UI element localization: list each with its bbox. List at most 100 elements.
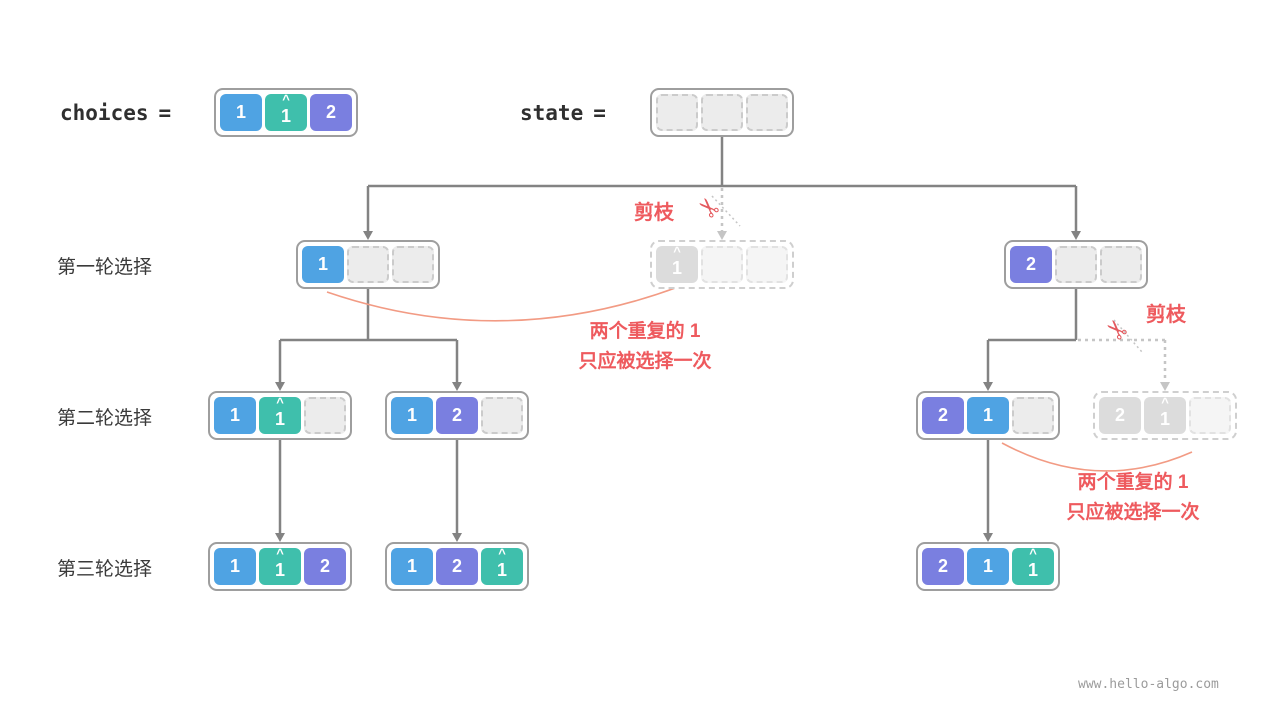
duplicate-note-1: 两个重复的 1 只应被选择一次	[530, 317, 760, 377]
cell-number: 2	[937, 556, 948, 576]
cell-hat: ^	[276, 546, 284, 561]
choices-header: choices =	[60, 88, 171, 137]
cell-hat: ^	[276, 395, 284, 410]
cell-2: 2	[436, 548, 478, 585]
cell-empty	[746, 246, 788, 283]
round1-node-pruned-1hat: ^ 1	[650, 240, 794, 289]
duplicate-note-line: 只应被选择一次	[578, 351, 712, 372]
cell-number: 1	[671, 257, 682, 278]
cell-empty	[392, 246, 434, 283]
cell-1hat: ^ 1	[265, 92, 307, 131]
duplicate-note-line: 两个重复的 1	[589, 321, 701, 342]
cell-number: 2	[1114, 405, 1125, 425]
scissors-icon: ✂	[690, 188, 728, 226]
cell-2: 2	[1099, 397, 1141, 434]
cell-empty	[1189, 397, 1231, 434]
cell-number: 1	[280, 105, 291, 126]
cell-2: 2	[922, 548, 964, 585]
round2-node-pruned-2-1hat: 2 ^ 1	[1093, 391, 1237, 440]
watermark: www.hello-algo.com	[1078, 677, 1219, 692]
cell-empty	[656, 94, 698, 131]
cell-1: 1	[220, 94, 262, 131]
cell-empty	[1012, 397, 1054, 434]
cell-number: 1	[229, 556, 240, 576]
cell-2: 2	[1010, 246, 1052, 283]
cell-empty	[347, 246, 389, 283]
cell-1: 1	[967, 548, 1009, 585]
cell-hat: ^	[1161, 395, 1169, 410]
cell-2: 2	[304, 548, 346, 585]
cell-number: 2	[451, 405, 462, 425]
choices-label: choices	[60, 100, 149, 125]
round3-node-1-2-1hat: 1 2 ^ 1	[385, 542, 529, 591]
cell-2: 2	[310, 94, 352, 131]
cell-number: 2	[325, 102, 336, 122]
round-3-label: 第三轮选择	[57, 559, 153, 580]
cell-1: 1	[967, 397, 1009, 434]
cell-empty	[481, 397, 523, 434]
cell-1hat: ^ 1	[1144, 395, 1186, 434]
round-1-label: 第一轮选择	[57, 257, 153, 278]
cell-number: 2	[1025, 254, 1036, 274]
duplicate-note-line: 只应被选择一次	[1066, 502, 1200, 523]
prune-label-2: 剪枝	[1146, 304, 1186, 326]
cell-number: 1	[317, 254, 328, 274]
cell-number: 2	[937, 405, 948, 425]
cell-1: 1	[214, 548, 256, 585]
round2-node-1-1hat: 1 ^ 1	[208, 391, 352, 440]
cell-1hat: ^ 1	[656, 244, 698, 283]
pruned-edges	[717, 188, 1170, 391]
cell-1hat: ^ 1	[481, 546, 523, 585]
cell-2: 2	[436, 397, 478, 434]
cell-number: 1	[1027, 559, 1038, 580]
cell-empty	[746, 94, 788, 131]
choices-box: 1 ^ 1 2	[214, 88, 358, 137]
cell-number: 1	[496, 559, 507, 580]
cell-number: 1	[274, 559, 285, 580]
cell-empty	[1055, 246, 1097, 283]
round3-node-2-1-1hat: 2 1 ^ 1	[916, 542, 1060, 591]
cell-hat: ^	[673, 244, 681, 259]
cell-hat: ^	[282, 92, 290, 107]
cell-hat: ^	[498, 546, 506, 561]
scissors-icon: ✂	[1098, 310, 1136, 348]
round1-node-2: 2	[1004, 240, 1148, 289]
cell-empty	[701, 94, 743, 131]
cell-2: 2	[922, 397, 964, 434]
cell-1: 1	[302, 246, 344, 283]
cell-number: 1	[235, 102, 246, 122]
round2-node-1-2: 1 2	[385, 391, 529, 440]
duplicate-curves	[326, 286, 1193, 472]
cell-1hat: ^ 1	[1012, 546, 1054, 585]
cell-number: 1	[274, 408, 285, 429]
round1-node-1: 1	[296, 240, 440, 289]
cell-1: 1	[214, 397, 256, 434]
cell-number: 2	[451, 556, 462, 576]
round2-node-2-1: 2 1	[916, 391, 1060, 440]
cell-number: 1	[229, 405, 240, 425]
prune-label-1: 剪枝	[634, 202, 674, 224]
cell-number: 2	[319, 556, 330, 576]
cell-hat: ^	[1029, 546, 1037, 561]
cell-number: 1	[982, 556, 993, 576]
cell-empty	[701, 246, 743, 283]
cell-number: 1	[406, 556, 417, 576]
state-label: state	[520, 100, 584, 125]
cell-number: 1	[1159, 408, 1170, 429]
cell-number: 1	[982, 405, 993, 425]
cell-1hat: ^ 1	[259, 546, 301, 585]
cell-number: 1	[406, 405, 417, 425]
duplicate-note-line: 两个重复的 1	[1077, 472, 1189, 493]
cell-1: 1	[391, 548, 433, 585]
cell-1: 1	[391, 397, 433, 434]
round-2-label: 第二轮选择	[57, 408, 153, 429]
round3-node-1-1hat-2: 1 ^ 1 2	[208, 542, 352, 591]
state-box	[650, 88, 794, 137]
choices-equals: =	[158, 100, 172, 125]
cell-1hat: ^ 1	[259, 395, 301, 434]
state-equals: =	[593, 100, 606, 125]
cell-empty	[304, 397, 346, 434]
state-header: state =	[520, 88, 606, 137]
cell-empty	[1100, 246, 1142, 283]
